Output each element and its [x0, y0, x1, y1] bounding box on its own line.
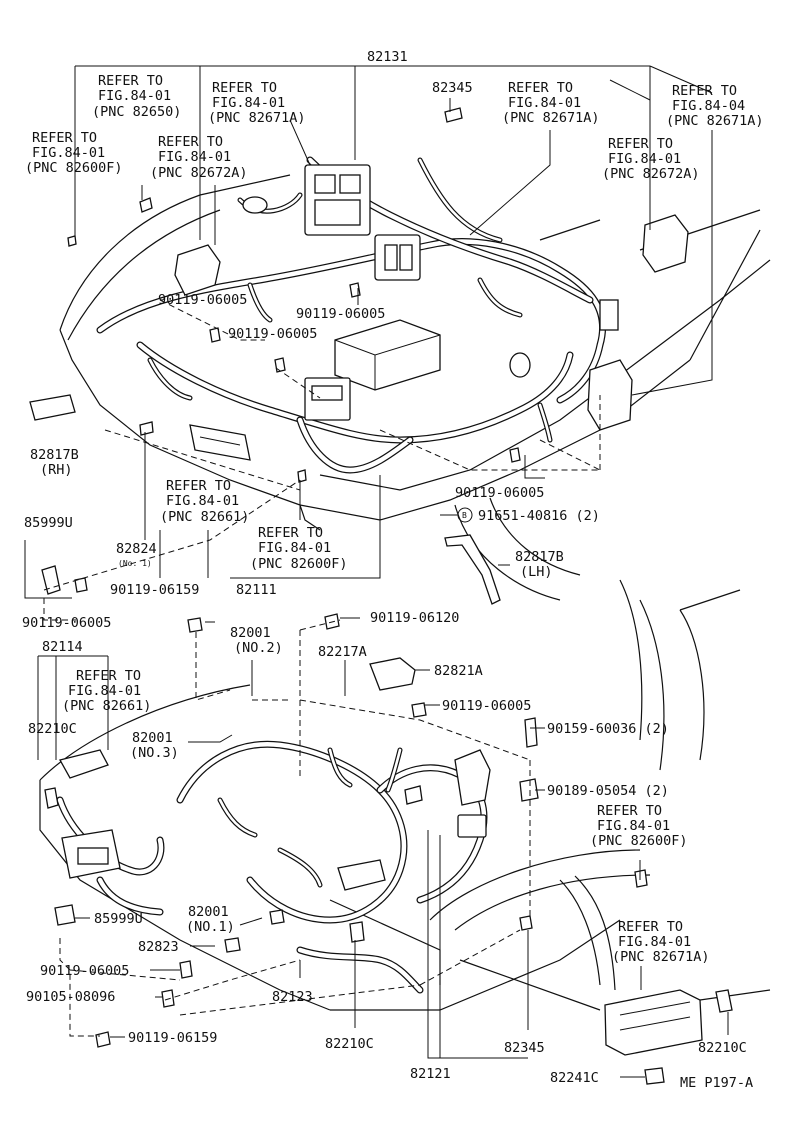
label-82001-no3: 82001	[132, 730, 173, 746]
ref-a-line1: REFER TO	[98, 73, 163, 89]
label-82817b-lh: 82817B	[515, 549, 564, 565]
ref-a-line2: FIG.84-01	[98, 88, 171, 104]
bottom-components	[44, 613, 733, 1085]
label-bolt-06005-mid: 90119-06005	[22, 615, 111, 631]
label-clip-05054: 90189-05054 (2)	[547, 783, 669, 799]
ref-left-line1: REFER TO	[32, 130, 97, 146]
vehicle-body-top	[59, 174, 771, 601]
label-82817b-lh-side: (LH)	[520, 564, 553, 580]
label-screw-60036: 90159-60036 (2)	[547, 721, 669, 737]
ref-i-line2: FIG.84-01	[68, 683, 141, 699]
label-bolt-06005-right: 90119-06005	[442, 698, 531, 714]
label-82121: 82121	[410, 1066, 451, 1082]
ref-g-line3: (PNC 82661)	[160, 509, 249, 525]
ref-f-line3: (PNC 82672A)	[602, 166, 700, 182]
ref-k-line2: FIG.84-01	[618, 934, 691, 950]
label-82345-top: 82345	[432, 80, 473, 96]
main-wire-harness-82131	[96, 156, 607, 474]
ref-f-line2: FIG.84-01	[608, 151, 681, 167]
top-components	[29, 107, 689, 605]
ref-k-line3: (PNC 82671A)	[612, 949, 710, 965]
label-82817b-rh: 82817B	[30, 447, 79, 463]
label-bolt-d: 90119-06005	[455, 485, 544, 501]
ref-h-line3: (PNC 82600F)	[250, 556, 348, 572]
badge-b-circle	[457, 507, 473, 523]
label-bolt-06120: 90119-06120	[370, 610, 459, 626]
label-82001-no3-sub: (NO.3)	[130, 745, 179, 761]
ref-i-line1: REFER TO	[76, 668, 141, 684]
label-82114: 82114	[42, 639, 83, 655]
label-82821a: 82821A	[434, 663, 483, 679]
label-82001-no2: 82001	[230, 625, 271, 641]
ref-left-line2: FIG.84-01	[32, 145, 105, 161]
label-nut-91651: 91651-40816 (2)	[478, 508, 600, 524]
label-82824-no: (No. 1)	[118, 559, 152, 568]
label-82001-no2-sub: (NO.2)	[234, 640, 283, 656]
label-bolt-08096: 90105-08096	[26, 989, 115, 1005]
ref-j-line2: FIG.84-01	[597, 818, 670, 834]
label-82111: 82111	[236, 582, 277, 598]
ref-left-line3: (PNC 82600F)	[25, 160, 123, 176]
figure-code: ME P197-A	[680, 1075, 753, 1091]
ref-j-line1: REFER TO	[597, 803, 662, 819]
label-82210c-mid: 82210C	[325, 1036, 374, 1052]
label-82123: 82123	[272, 989, 313, 1005]
bottom-labels: 90119-06005 90119-06120 82114 82001 (NO.…	[22, 610, 753, 1091]
ref-d-line2: FIG.84-01	[508, 95, 581, 111]
label-bolt-b: 90119-06005	[296, 306, 385, 322]
label-bolt-a: 90119-06005	[158, 292, 247, 308]
label-82210c-left: 82210C	[28, 721, 77, 737]
label-82217a: 82217A	[318, 644, 367, 660]
label-82345-low: 82345	[504, 1040, 545, 1056]
ref-h-line2: FIG.84-01	[258, 540, 331, 556]
top-leader-lines	[24, 65, 713, 621]
bottom-leader-lines	[37, 617, 729, 1078]
ref-b-line3: (PNC 82672A)	[150, 165, 248, 181]
label-bolt-06159-low: 90119-06159	[128, 1030, 217, 1046]
label-82210c-right: 82210C	[698, 1040, 747, 1056]
ref-b-line2: FIG.84-01	[158, 149, 231, 165]
ref-c-line2: FIG.84-01	[212, 95, 285, 111]
engine-wire-harness	[56, 740, 488, 994]
label-82823: 82823	[138, 939, 179, 955]
label-82241c: 82241C	[550, 1070, 599, 1086]
ref-j-line3: (PNC 82600F)	[590, 833, 688, 849]
label-85999u-bottom: 85999U	[94, 911, 143, 927]
ref-g-line2: FIG.84-01	[166, 493, 239, 509]
label-82001-no1-sub: (NO.1)	[186, 919, 235, 935]
label-82001-no1: 82001	[188, 904, 229, 920]
ref-k-line1: REFER TO	[618, 919, 683, 935]
label-85999u-top: 85999U	[24, 515, 73, 531]
ref-h-line1: REFER TO	[258, 525, 323, 541]
ref-f-line1: REFER TO	[608, 136, 673, 152]
label-bolt-c: 90119-06005	[228, 326, 317, 342]
ref-e-line1: REFER TO	[672, 83, 737, 99]
label-82824: 82824	[116, 541, 157, 557]
ref-d-line1: REFER TO	[508, 80, 573, 96]
ref-c-line3: (PNC 82671A)	[208, 110, 306, 126]
ref-e-line2: FIG.84-04	[672, 98, 745, 114]
ref-c-line1: REFER TO	[212, 80, 277, 96]
ref-i-line3: (PNC 82661)	[62, 698, 151, 714]
ref-d-line3: (PNC 82671A)	[502, 110, 600, 126]
ref-b-line1: REFER TO	[158, 134, 223, 150]
label-82817b-rh-side: (RH)	[40, 462, 73, 478]
label-bolt-06159-top: 90119-06159	[110, 582, 199, 598]
ref-e-line3: (PNC 82671A)	[666, 113, 764, 129]
ref-g-line1: REFER TO	[166, 478, 231, 494]
ref-a-line3: (PNC 82650)	[92, 104, 181, 120]
label-82131: 82131	[367, 49, 408, 65]
badge-b-text: B	[462, 511, 467, 520]
top-labels: 82131 REFER TO FIG.84-01 (PNC 82600F) RE…	[24, 49, 764, 598]
label-bolt-06005-low: 90119-06005	[40, 963, 129, 979]
